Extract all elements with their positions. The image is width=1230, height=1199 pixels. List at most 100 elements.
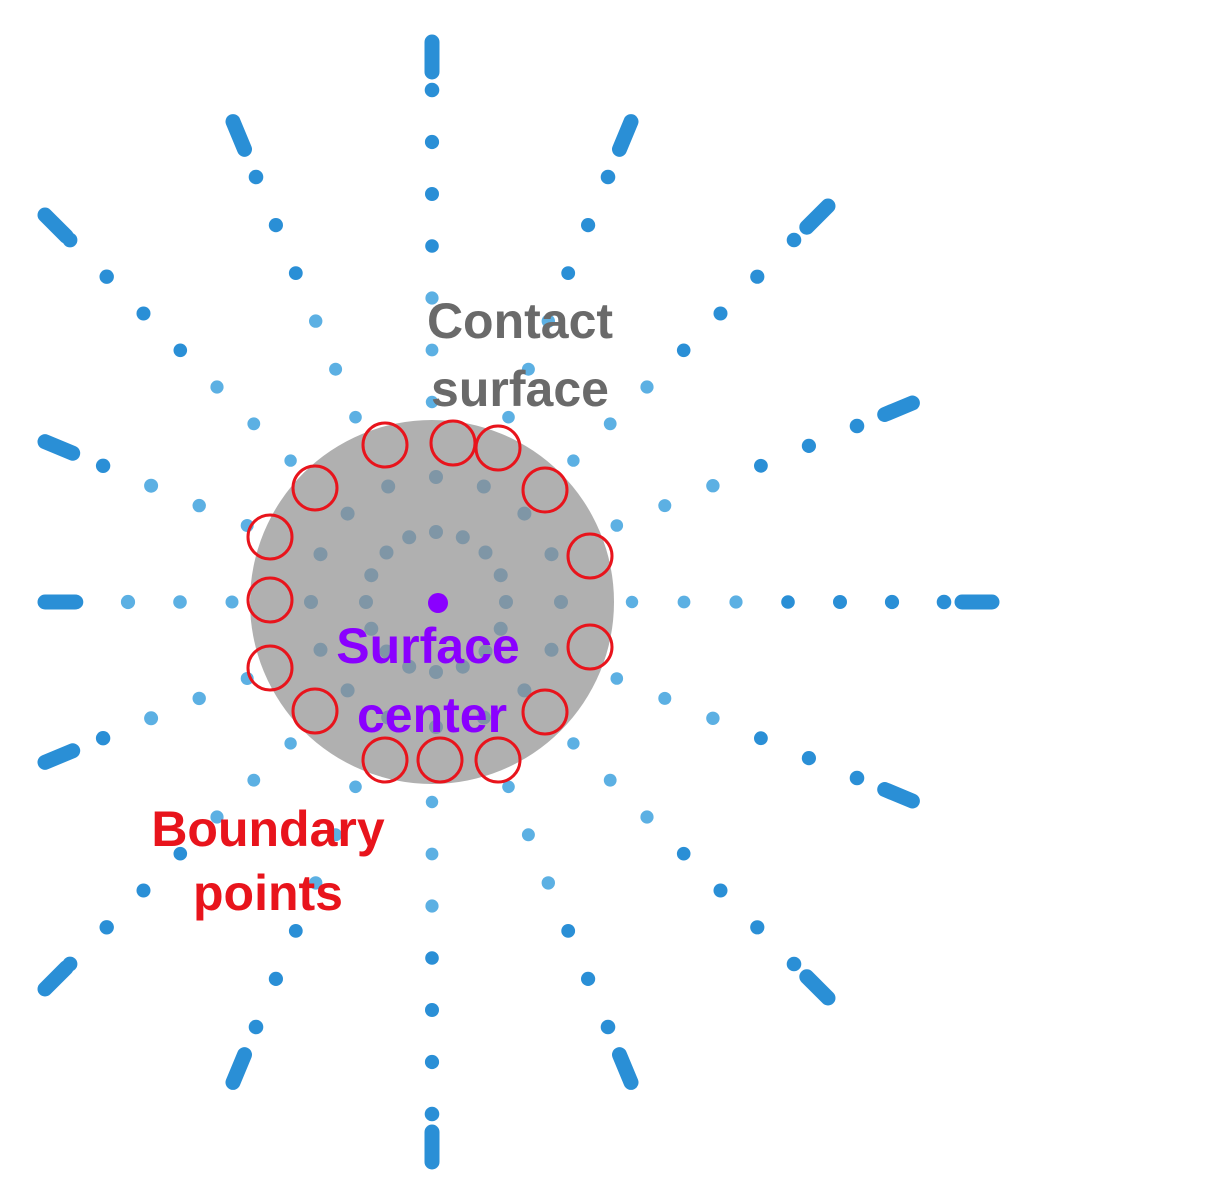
ray-point	[884, 594, 900, 610]
ray-end-dash	[799, 198, 836, 235]
ray-point	[603, 773, 617, 787]
ray-point	[600, 169, 616, 185]
ray-point	[424, 82, 440, 98]
ray-point	[349, 780, 362, 794]
ray-point	[248, 169, 264, 185]
radial-point-rays	[37, 34, 1000, 1170]
ray-point	[521, 362, 535, 376]
ray-point	[677, 595, 691, 609]
ray-point	[425, 291, 439, 305]
ray-point	[713, 883, 728, 898]
ray-end-dash	[37, 207, 74, 244]
ray-point	[173, 595, 187, 609]
boundary-point-ring	[429, 419, 477, 467]
inner-point	[544, 642, 559, 657]
inner-point	[402, 659, 417, 674]
boundary-points-label-line2: points	[193, 865, 343, 921]
ray-point	[329, 828, 343, 842]
ray-end-dash	[37, 434, 81, 461]
ray-point	[425, 343, 439, 357]
boundary-point-ring	[416, 736, 464, 784]
ray-point	[136, 306, 151, 321]
ray-point	[610, 519, 624, 532]
ray-point	[786, 232, 802, 248]
ray-point	[713, 306, 728, 321]
ray-point	[268, 971, 283, 987]
boundary-point-ring	[566, 532, 614, 580]
ray-point	[425, 847, 439, 861]
ray-point	[801, 438, 817, 453]
contact-surface-label-line1: Contact	[427, 293, 613, 349]
ray-point	[99, 920, 114, 935]
ray-end-dash	[37, 960, 74, 997]
ray-point	[425, 239, 439, 253]
ray-point	[424, 1054, 440, 1070]
inner-point	[478, 545, 493, 560]
ray-end-dash	[612, 1047, 639, 1090]
boundary-points-label-line1: Boundary	[151, 801, 385, 857]
ray-point	[425, 187, 439, 201]
inner-point	[313, 642, 328, 657]
ray-point	[801, 751, 817, 766]
inner-point	[476, 710, 491, 725]
ray-point	[425, 795, 439, 809]
ray-point	[309, 876, 323, 890]
boundary-point-ring	[361, 421, 409, 469]
ray-point	[99, 269, 114, 284]
ray-point	[658, 499, 672, 513]
ray-end-dash	[877, 395, 920, 422]
ray-point	[502, 410, 515, 424]
ray-point	[502, 780, 515, 794]
boundary-point-ring	[566, 623, 614, 671]
ray-point	[309, 314, 323, 328]
ray-point	[173, 343, 188, 358]
ray-point	[936, 594, 952, 610]
ray-point	[581, 971, 596, 987]
inner-point	[429, 525, 443, 539]
ray-point	[567, 454, 580, 467]
ray-point	[424, 134, 440, 150]
inner-point	[554, 595, 568, 609]
ray-point	[541, 314, 555, 328]
ray-point	[95, 458, 111, 473]
ray-point	[248, 1019, 264, 1035]
ray-point	[676, 343, 691, 358]
ray-point	[625, 595, 639, 609]
inner-point	[476, 479, 491, 494]
ray-point	[288, 266, 303, 280]
boundary-point-ring	[521, 688, 569, 736]
inner-point	[455, 530, 470, 545]
ray-point	[833, 595, 847, 609]
ray-point	[225, 595, 239, 609]
ray-point	[729, 595, 743, 609]
boundary-point-ring	[291, 687, 339, 735]
surface-center-label-line2: center	[357, 687, 507, 743]
inner-points	[304, 470, 568, 734]
ray-point	[192, 691, 206, 706]
surface-center-label-line1: Surface	[336, 618, 519, 674]
ray-end-dash	[877, 782, 920, 809]
ray-point	[247, 773, 261, 787]
ray-point	[658, 691, 672, 705]
ray-point	[561, 924, 576, 938]
ray-point	[349, 410, 362, 424]
surface-center-dot	[428, 593, 448, 613]
ray-point	[284, 454, 297, 467]
ray-point	[567, 737, 580, 750]
boundary-point-ring	[361, 736, 409, 784]
ray-point	[210, 380, 224, 394]
inner-point	[379, 644, 394, 659]
ray-point	[120, 594, 136, 610]
ray-point	[676, 846, 691, 861]
inner-point	[381, 710, 396, 725]
inner-point	[517, 506, 532, 521]
ray-point	[95, 731, 111, 746]
boundary-point-ring	[474, 424, 522, 472]
ray-point	[144, 478, 159, 493]
ray-point	[425, 899, 439, 913]
boundary-point-ring	[246, 513, 294, 561]
boundary-point-ring	[474, 736, 522, 784]
inner-point	[429, 720, 443, 734]
inner-point	[429, 470, 443, 484]
boundary-point-markers	[246, 419, 614, 784]
